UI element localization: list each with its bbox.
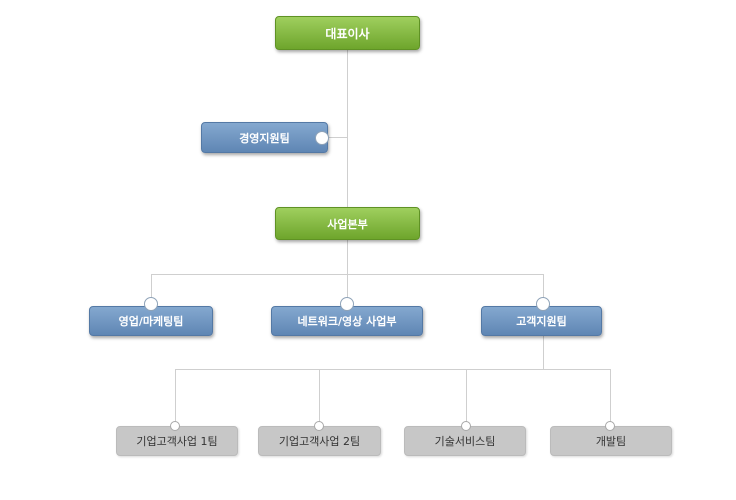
connector-line — [610, 369, 611, 426]
connector-line — [175, 369, 611, 370]
connector-line — [175, 369, 176, 426]
connector-line — [347, 274, 348, 304]
connector-dot — [144, 297, 158, 311]
customer-support-box: 고객지원팀 — [481, 306, 602, 336]
connector-line — [151, 274, 152, 304]
connector-dot — [314, 421, 324, 431]
mgmt-support-box: 경영지원팀 — [201, 122, 328, 153]
business-hq-box: 사업본부 — [275, 207, 420, 240]
connector-dot — [315, 131, 329, 145]
connector-dot — [170, 421, 180, 431]
connector-line — [347, 50, 348, 207]
connector-line — [543, 274, 544, 304]
tech-service-box: 기술서비스팀 — [404, 426, 526, 456]
connector-dot — [340, 297, 354, 311]
sales-marketing-box: 영업/마케팅팀 — [89, 306, 213, 336]
connector-line — [319, 369, 320, 426]
connector-line — [543, 336, 544, 370]
connector-line — [466, 369, 467, 426]
connector-dot — [605, 421, 615, 431]
connector-line — [322, 137, 348, 138]
connector-line — [347, 240, 348, 274]
ceo-box: 대표이사 — [275, 16, 420, 50]
connector-dot — [536, 297, 550, 311]
network-video-box: 네트워크/영상 사업부 — [271, 306, 423, 336]
connector-dot — [461, 421, 471, 431]
